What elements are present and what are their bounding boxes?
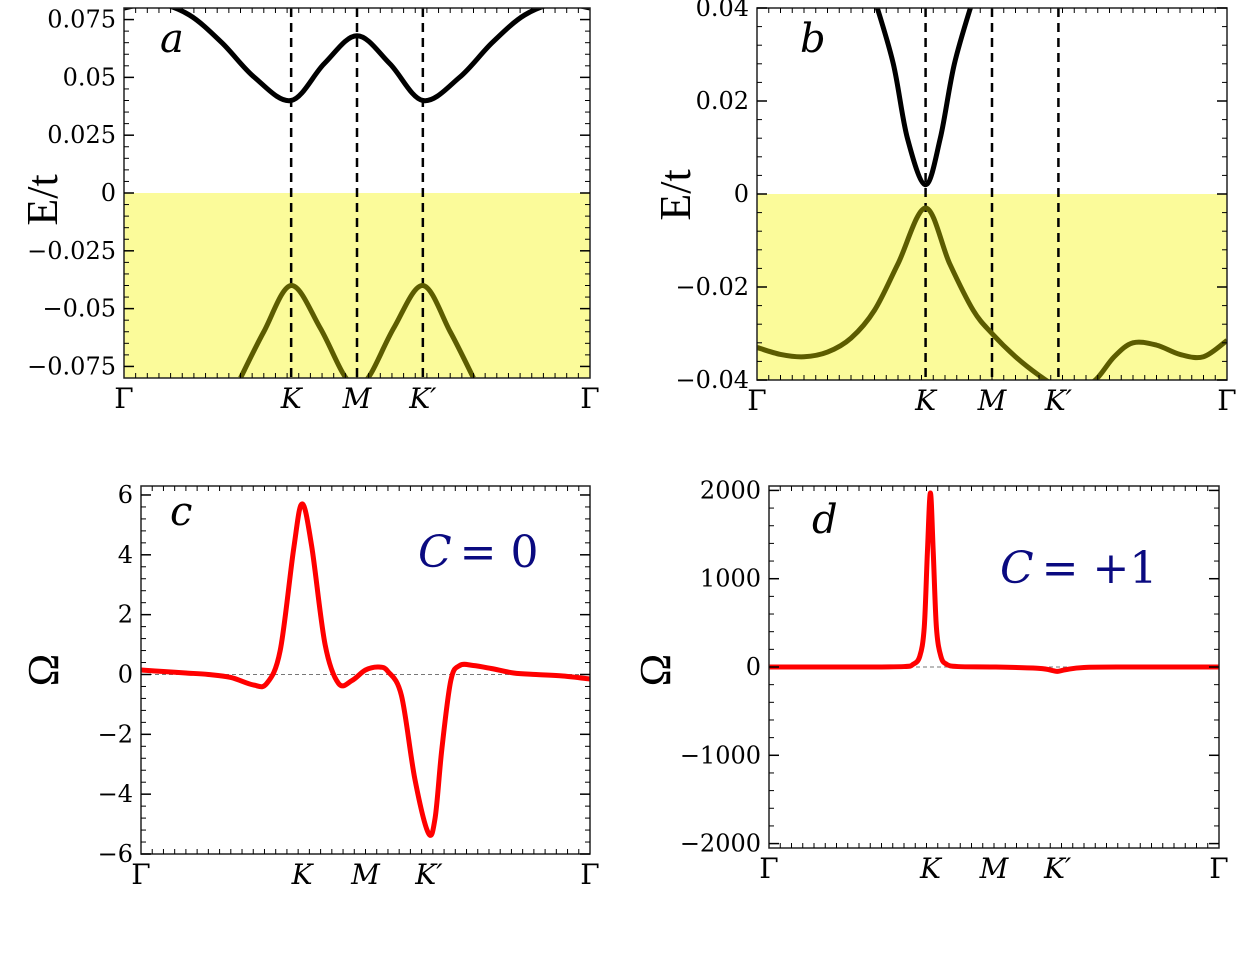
y-tick-label: −0.05 [42,295,116,323]
x-tick-label: M [350,858,381,891]
x-tick-label: K′ [408,382,437,415]
y-tick-label: −1000 [680,741,761,769]
x-tick-label: K′ [1043,852,1072,885]
x-tick-label: K [280,382,304,415]
berry-curvature-line [769,490,1219,674]
x-tick-label: Γ [1217,384,1236,417]
y-tick-label: 0 [101,179,116,207]
panel-c-letter: c [170,489,192,535]
y-tick-label: −0.075 [27,352,116,380]
x-tick-label: Γ [131,858,150,891]
y-tick-label: 2000 [700,476,761,504]
y-tick-label: −0.025 [27,237,116,265]
y-tick-label: 0.075 [47,6,116,34]
y-tick-label: 0.05 [63,63,116,91]
y-tick-label: 4 [118,541,133,569]
x-tick-label: Γ [747,384,766,417]
y-tick-label: −0.02 [675,273,749,301]
x-tick-label: Γ [114,382,133,415]
panel-c-chern-number: C= 0 [418,527,539,578]
y-tick-label: −0.04 [675,366,749,394]
y-tick-label: 0.02 [696,87,749,115]
x-tick-label: K [919,852,943,885]
valence-band-line [757,205,1227,380]
panel-a-ylabel: E/t [18,174,67,225]
y-tick-label: 0 [118,660,133,688]
y-tick-label: −4 [98,780,133,808]
y-tick-label: 6 [118,481,133,509]
conduction-band-line [874,8,973,188]
y-tick-label: 0 [746,653,761,681]
x-tick-label: K [291,858,315,891]
y-tick-label: 0.04 [696,0,749,22]
panel-d-chern-number: C= +1 [1000,543,1157,594]
x-tick-label: Γ [1209,852,1228,885]
x-tick-label: K′ [414,858,443,891]
panel-d-letter: d [812,497,838,543]
panel-b-ylabel: E/t [651,169,700,220]
panel-c-ylabel: Ω [19,654,68,687]
panel-b-letter: b [800,16,826,62]
y-tick-label: −2 [98,720,133,748]
valence-band-line [238,283,476,378]
x-tick-label: M [979,852,1010,885]
panel-a-letter: a [160,16,184,62]
x-tick-label: M [342,382,373,415]
y-tick-label: 1000 [700,565,761,593]
berry-curvature-line [141,501,590,838]
x-tick-label: K′ [1044,384,1073,417]
x-tick-label: K [914,384,938,417]
x-tick-label: Γ [759,852,778,885]
y-tick-label: 0 [734,180,749,208]
y-tick-label: −2000 [680,830,761,858]
y-tick-label: 0.025 [47,121,116,149]
y-tick-label: −6 [98,840,133,868]
panel-d-ylabel: Ω [631,654,680,687]
x-tick-label: Γ [580,858,599,891]
x-tick-label: M [977,384,1008,417]
y-tick-label: 2 [118,601,133,629]
x-tick-label: Γ [580,382,599,415]
conduction-band-line [124,8,590,104]
